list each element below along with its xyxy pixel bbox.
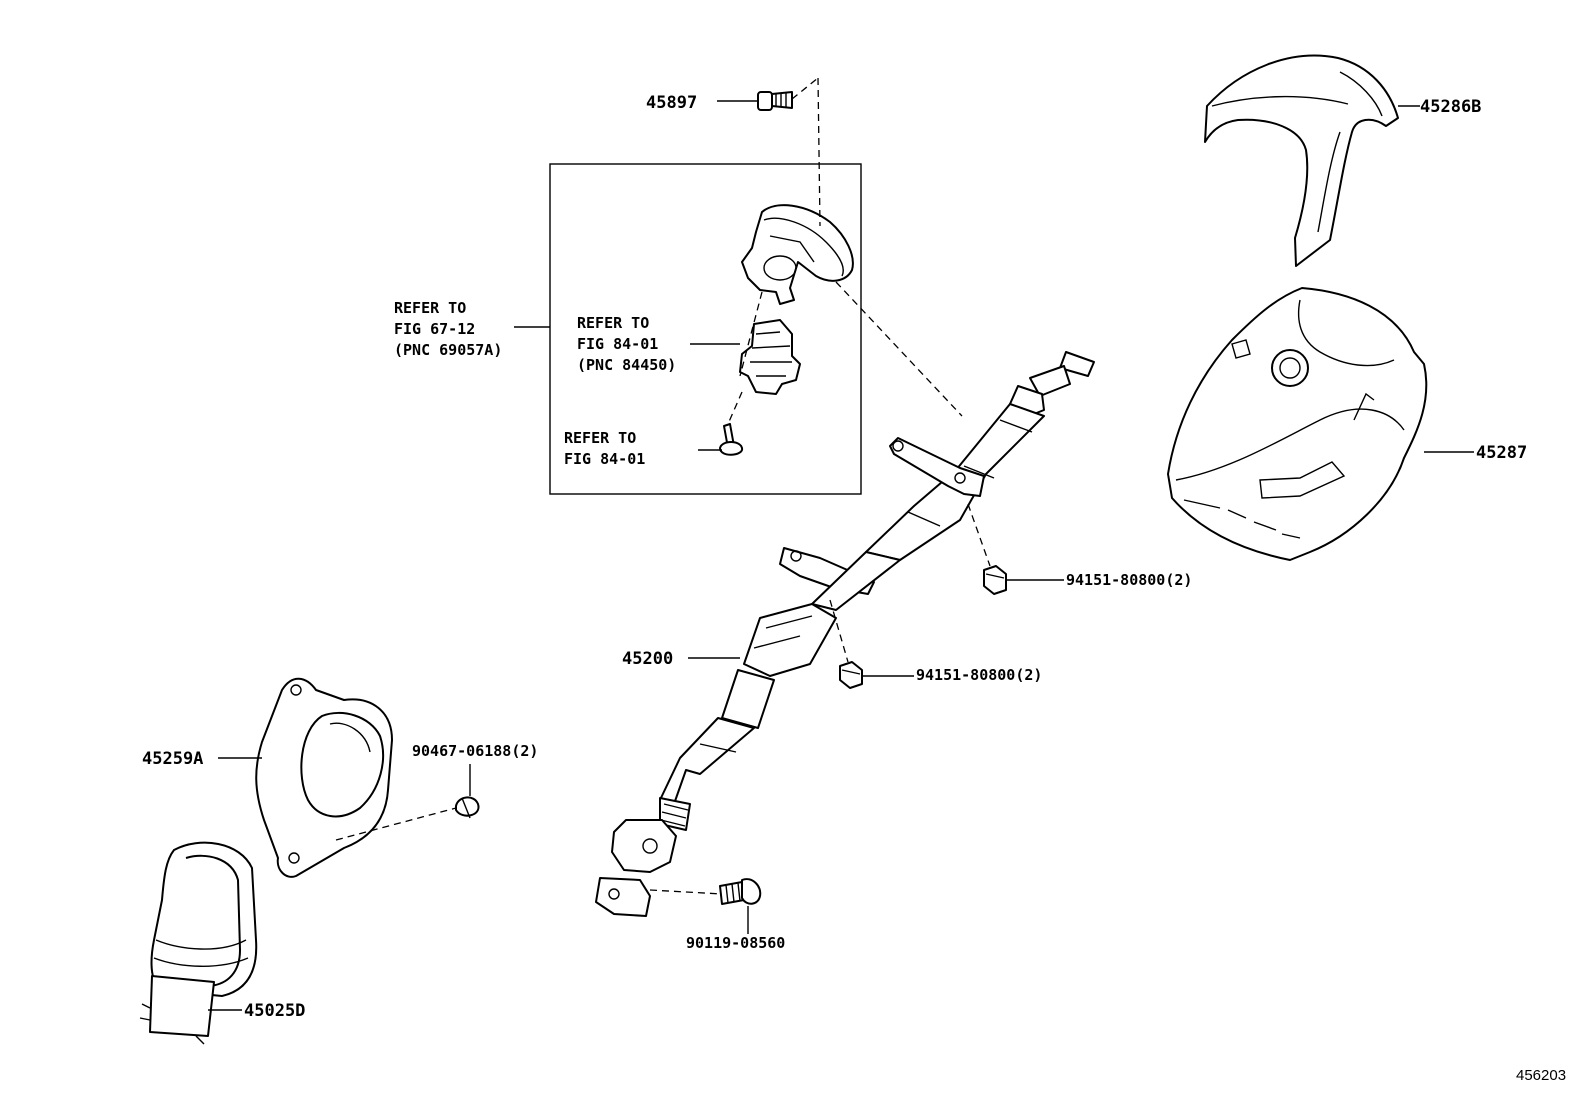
column-nut-upper[interactable] (983, 565, 1007, 595)
hole-cover-clip[interactable] (455, 796, 480, 819)
label-94151-upper: 94151-80800(2) (1066, 571, 1192, 589)
refer-left-line3: (PNC 69057A) (394, 341, 502, 359)
refer-note-mid: REFER TO FIG 84-01 (PNC 84450) (577, 314, 676, 374)
figure-id: 456203 (1516, 1067, 1566, 1084)
refer-mid-line2: FIG 84-01 (577, 335, 658, 353)
label-45287: 45287 (1476, 443, 1527, 463)
column-hole-cover[interactable] (255, 677, 393, 878)
steering-column-assembly[interactable] (595, 351, 1095, 917)
label-90467: 90467-06188(2) (412, 742, 538, 760)
label-45259A: 45259A (142, 749, 203, 769)
column-bolt[interactable] (757, 91, 793, 111)
ignition-hole-icon (1271, 349, 1309, 387)
refer-note-low: REFER TO FIG 84-01 (564, 429, 645, 468)
column-nut-lower[interactable] (839, 661, 863, 689)
refer-mid-line1: REFER TO (577, 314, 649, 332)
refer-low-line2: FIG 84-01 (564, 450, 645, 468)
refer-low-line1: REFER TO (564, 429, 636, 447)
label-45200: 45200 (622, 649, 673, 669)
label-45897: 45897 (646, 93, 697, 113)
label-45025D: 45025D (244, 1001, 305, 1021)
refer-mid-line3: (PNC 84450) (577, 356, 676, 374)
upper-column-cover[interactable] (1204, 54, 1399, 267)
refer-note-left: REFER TO FIG 67-12 (PNC 69057A) (394, 299, 502, 359)
refer-left-line1: REFER TO (394, 299, 466, 317)
label-94151-lower: 94151-80800(2) (916, 666, 1042, 684)
lower-column-cover[interactable] (1167, 287, 1428, 561)
label-45286B: 45286B (1420, 97, 1481, 117)
label-90119: 90119-08560 (686, 934, 785, 952)
key-cylinder-housing[interactable] (741, 204, 854, 305)
inset-box (549, 163, 862, 495)
steering-boot[interactable] (139, 841, 258, 1045)
switch-screw[interactable] (719, 423, 743, 456)
ignition-switch[interactable] (739, 319, 801, 395)
leader-lines (208, 77, 1474, 1011)
joint-bolt[interactable] (719, 878, 762, 905)
refer-left-line2: FIG 67-12 (394, 320, 475, 338)
